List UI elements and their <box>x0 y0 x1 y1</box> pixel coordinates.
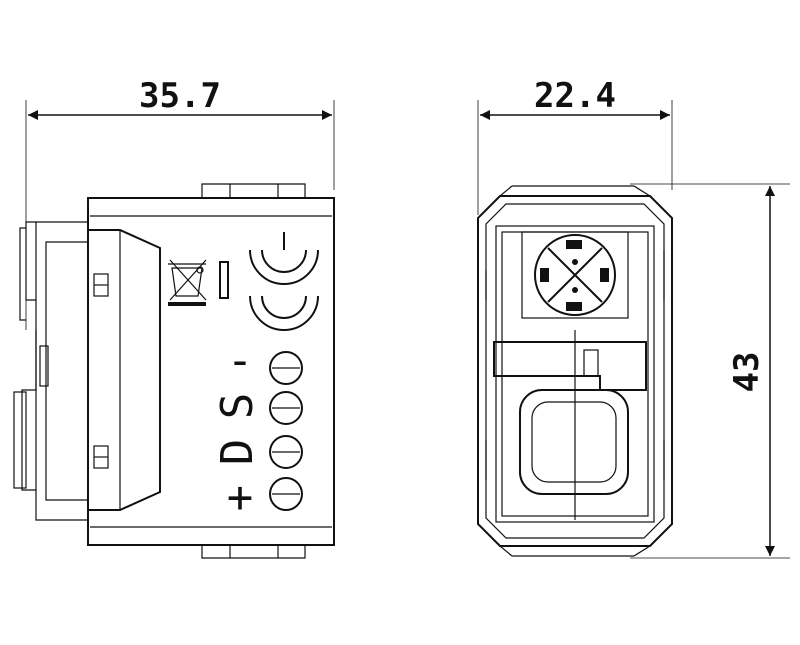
dimension-label-43: 43 <box>727 352 767 393</box>
ce-mark-icon <box>249 232 319 331</box>
dimension-width-front: 35.7 <box>25 76 335 330</box>
dimension-height-side: 43 <box>630 183 790 559</box>
dimension-label-35-7: 35.7 <box>139 76 221 116</box>
terminal-d-label: D <box>212 439 263 466</box>
terminal-screw <box>269 391 303 425</box>
dimension-width-side: 22.4 <box>477 76 673 215</box>
terminal-plus-label: + <box>227 472 254 523</box>
terminal-minus-label: - <box>227 335 254 386</box>
side-view: 22.4 43 <box>477 76 790 559</box>
led-indicator <box>521 231 629 319</box>
terminal-screw <box>269 435 303 469</box>
terminal-screw <box>269 477 303 511</box>
terminal-screw <box>269 351 303 385</box>
dimension-label-22-4: 22.4 <box>534 76 616 116</box>
push-button <box>519 389 629 495</box>
front-view: 35.7 <box>13 76 335 559</box>
terminal-screws <box>269 351 303 511</box>
terminal-s-label: S <box>212 393 263 420</box>
weee-icon <box>168 259 207 306</box>
